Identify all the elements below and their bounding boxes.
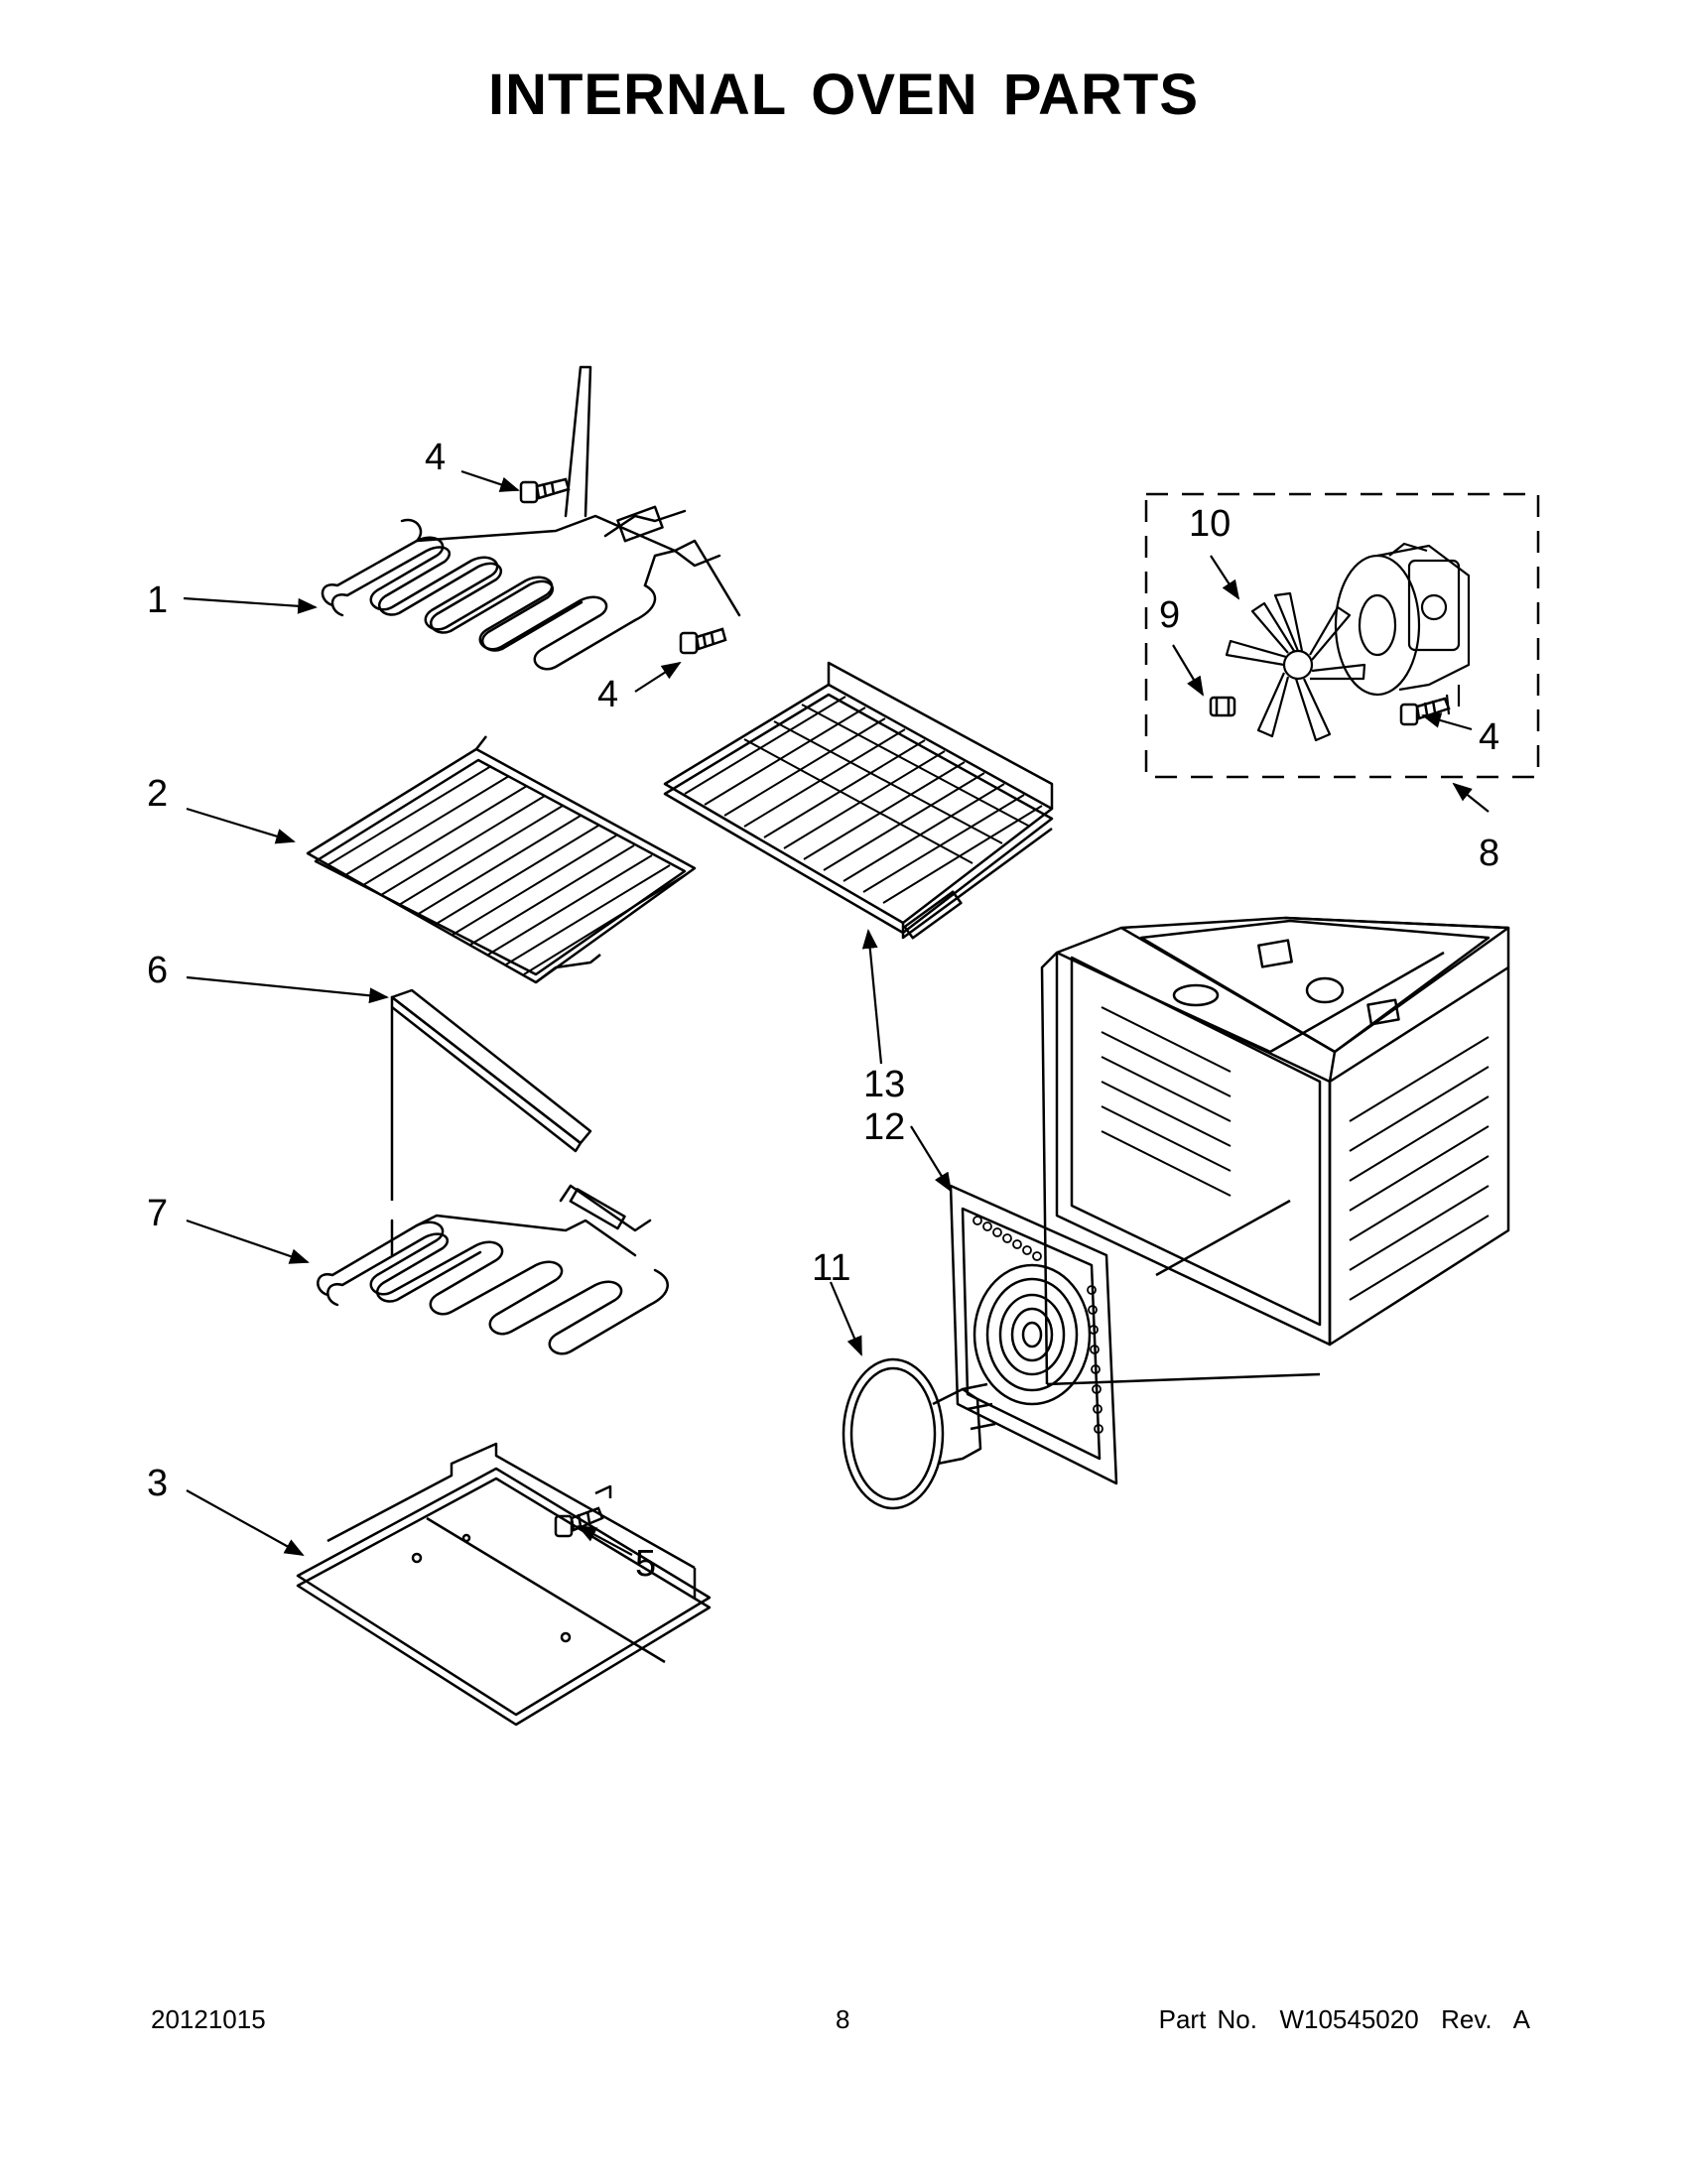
screw-4a <box>519 477 571 504</box>
broil-element <box>321 365 741 671</box>
bake-element <box>317 1184 669 1355</box>
convection-ring-element <box>842 1357 996 1510</box>
callout-12: 12 <box>863 1106 905 1148</box>
convection-motor-kit-box <box>1144 492 1540 779</box>
footer-part-number: Part No. W10545020 Rev. A <box>1158 2004 1530 2034</box>
callout-7: 7 <box>147 1193 168 1234</box>
callout-8: 8 <box>1479 833 1499 874</box>
leader-arrows <box>183 469 1490 1556</box>
oven-cavity <box>1040 916 1510 1386</box>
callout-3: 3 <box>147 1463 168 1504</box>
roll-out-rack <box>663 661 1054 940</box>
convection-motor <box>1334 542 1471 715</box>
callout-10: 10 <box>1189 503 1231 545</box>
footer-date-code: 20121015 <box>151 2004 266 2034</box>
callout-5: 5 <box>635 1543 656 1585</box>
oven-rack <box>306 735 697 984</box>
heat-shield <box>390 988 592 1201</box>
callout-4-motor: 4 <box>1479 716 1499 758</box>
page-title: INTERNAL OVEN PARTS <box>487 63 1200 127</box>
convection-fan-blade <box>1225 591 1366 742</box>
bottom-panel <box>296 1442 712 1727</box>
callout-2: 2 <box>147 773 168 815</box>
screw-4b <box>679 627 727 655</box>
callout-4-middle: 4 <box>597 674 618 715</box>
screw-5 <box>554 1506 604 1538</box>
convection-rear-panel <box>949 1184 1118 1485</box>
callout-1: 1 <box>147 579 168 621</box>
callout-11: 11 <box>812 1247 850 1289</box>
fan-nut <box>1209 696 1236 717</box>
callout-13: 13 <box>863 1064 905 1105</box>
screw-4c <box>1399 697 1451 726</box>
footer-page-number: 8 <box>836 2004 850 2034</box>
callout-4-top: 4 <box>425 437 446 478</box>
callout-9: 9 <box>1159 594 1180 636</box>
callout-6: 6 <box>147 950 168 991</box>
